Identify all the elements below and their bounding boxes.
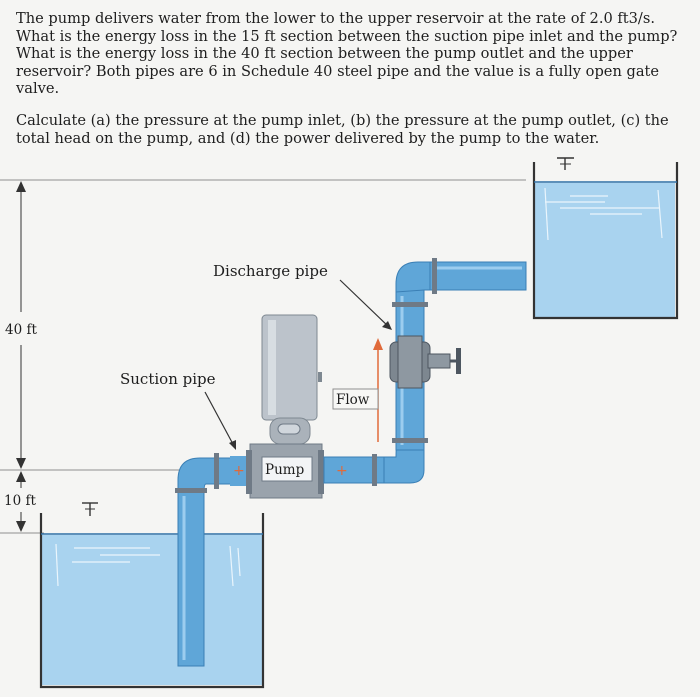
water-surface-icon <box>557 157 574 170</box>
problem-tasks: Calculate (a) the pressure at the pump i… <box>16 112 669 147</box>
flow-arrow: Flow <box>332 338 383 442</box>
problem-statement: The pump delivers water from the lower t… <box>16 10 678 97</box>
upper-reservoir <box>532 157 679 320</box>
pump: Pump <box>246 314 324 499</box>
suction-leader-line <box>204 391 235 447</box>
svg-text:+: + <box>233 463 245 479</box>
svg-text:+: + <box>336 463 348 479</box>
suction-pipe-label: Suction pipe <box>120 370 216 388</box>
dimension-40ft: 40 ft <box>5 181 37 469</box>
water-surface-icon <box>82 502 98 516</box>
pump-label: Pump <box>265 462 304 478</box>
discharge-pipe-label: Discharge pipe <box>213 262 328 280</box>
dimension-10ft: 10 ft <box>4 471 36 532</box>
dimension-40ft-label: 40 ft <box>5 322 37 338</box>
gate-valve <box>389 335 461 389</box>
suction-pipe: + <box>175 453 250 667</box>
discharge-leader-line <box>339 279 391 329</box>
lower-reservoir <box>39 502 265 689</box>
dimension-10ft-label: 10 ft <box>4 493 36 509</box>
flow-label: Flow <box>336 392 370 408</box>
